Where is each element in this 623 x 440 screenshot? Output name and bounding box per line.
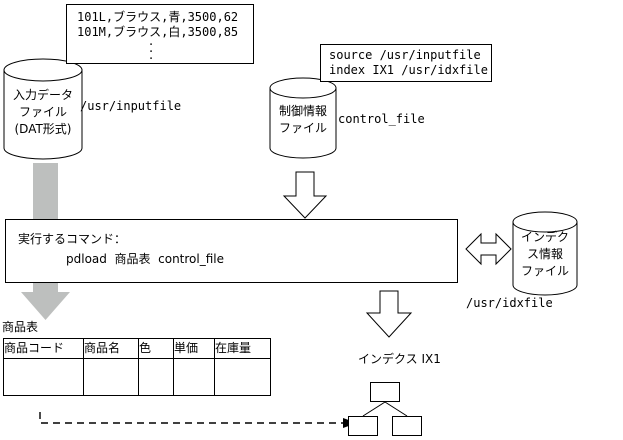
index-tree-leaf-right-node — [392, 416, 422, 436]
input-data-content-box: 101L,ブラウス,青,3500,62 101M,ブラウス,白,3500,85 … — [66, 4, 254, 64]
table-to-index-dashed-connector — [39, 412, 357, 428]
table-title: 商品表 — [2, 320, 39, 334]
command-heading: 実行するコマンド： — [18, 232, 127, 246]
index-file-path-label: /usr/idxfile — [466, 296, 553, 310]
input-data-line-2: 101M,ブラウス,白,3500,85 — [77, 25, 239, 39]
control-file-line-2: index IX1 /usr/idxfile — [329, 63, 488, 77]
table-column-header-2: 色 — [138, 338, 174, 359]
index-tree-leaf-left-node — [348, 416, 378, 436]
input-file-path-label: /usr/inputfile — [80, 99, 182, 113]
input-data-line-1: 101L,ブラウス,青,3500,62 — [77, 10, 239, 24]
table-header-row: 商品コード 商品名 色 単価 在庫量 — [3, 338, 271, 359]
control-file-content-box: source /usr/inputfile index IX1 /usr/idx… — [320, 44, 492, 82]
command-to-index-arrow-icon — [365, 290, 413, 338]
control-file-name-label: control_file — [338, 112, 425, 126]
control-to-command-arrow-icon — [282, 171, 328, 219]
control-file-label-line-1: 制御情報 — [278, 104, 327, 118]
index-tree-label: インデクス IX1 — [358, 352, 441, 366]
command-box: 実行するコマンド： pdload 商品表 control_file — [5, 219, 458, 283]
index-file-label-line-1: インデク — [520, 230, 569, 244]
input-file-label-line-1: 入力データ — [12, 88, 73, 102]
index-tree-edges — [362, 401, 408, 417]
table-column-header-3: 単価 — [173, 338, 215, 359]
table-cell — [3, 358, 84, 396]
index-tree-root-node — [370, 382, 400, 402]
table-column-header-4: 在庫量 — [214, 338, 271, 359]
index-file-label-line-2: ス情報 — [526, 247, 563, 261]
input-file-label-line-2: ファイル — [18, 105, 67, 119]
table-cell — [173, 358, 215, 396]
table-row — [3, 358, 271, 396]
control-file-line-1: source /usr/inputfile — [329, 48, 481, 62]
table-column-header-1: 商品名 — [83, 338, 139, 359]
input-file-label-line-3: (DAT形式) — [14, 122, 72, 136]
index-file-label-line-3: ファイル — [520, 264, 569, 278]
command-line: pdload 商品表 control_file — [66, 252, 225, 266]
table-cell — [214, 358, 271, 396]
bidirectional-arrow-icon — [465, 232, 512, 266]
vertical-ellipsis-icon: . . . — [149, 34, 154, 63]
table-column-header-0: 商品コード — [3, 338, 84, 359]
control-file-label-line-2: ファイル — [278, 121, 327, 135]
table-cell — [83, 358, 139, 396]
table-cell — [138, 358, 174, 396]
product-table: 商品コード 商品名 色 単価 在庫量 — [3, 338, 271, 396]
